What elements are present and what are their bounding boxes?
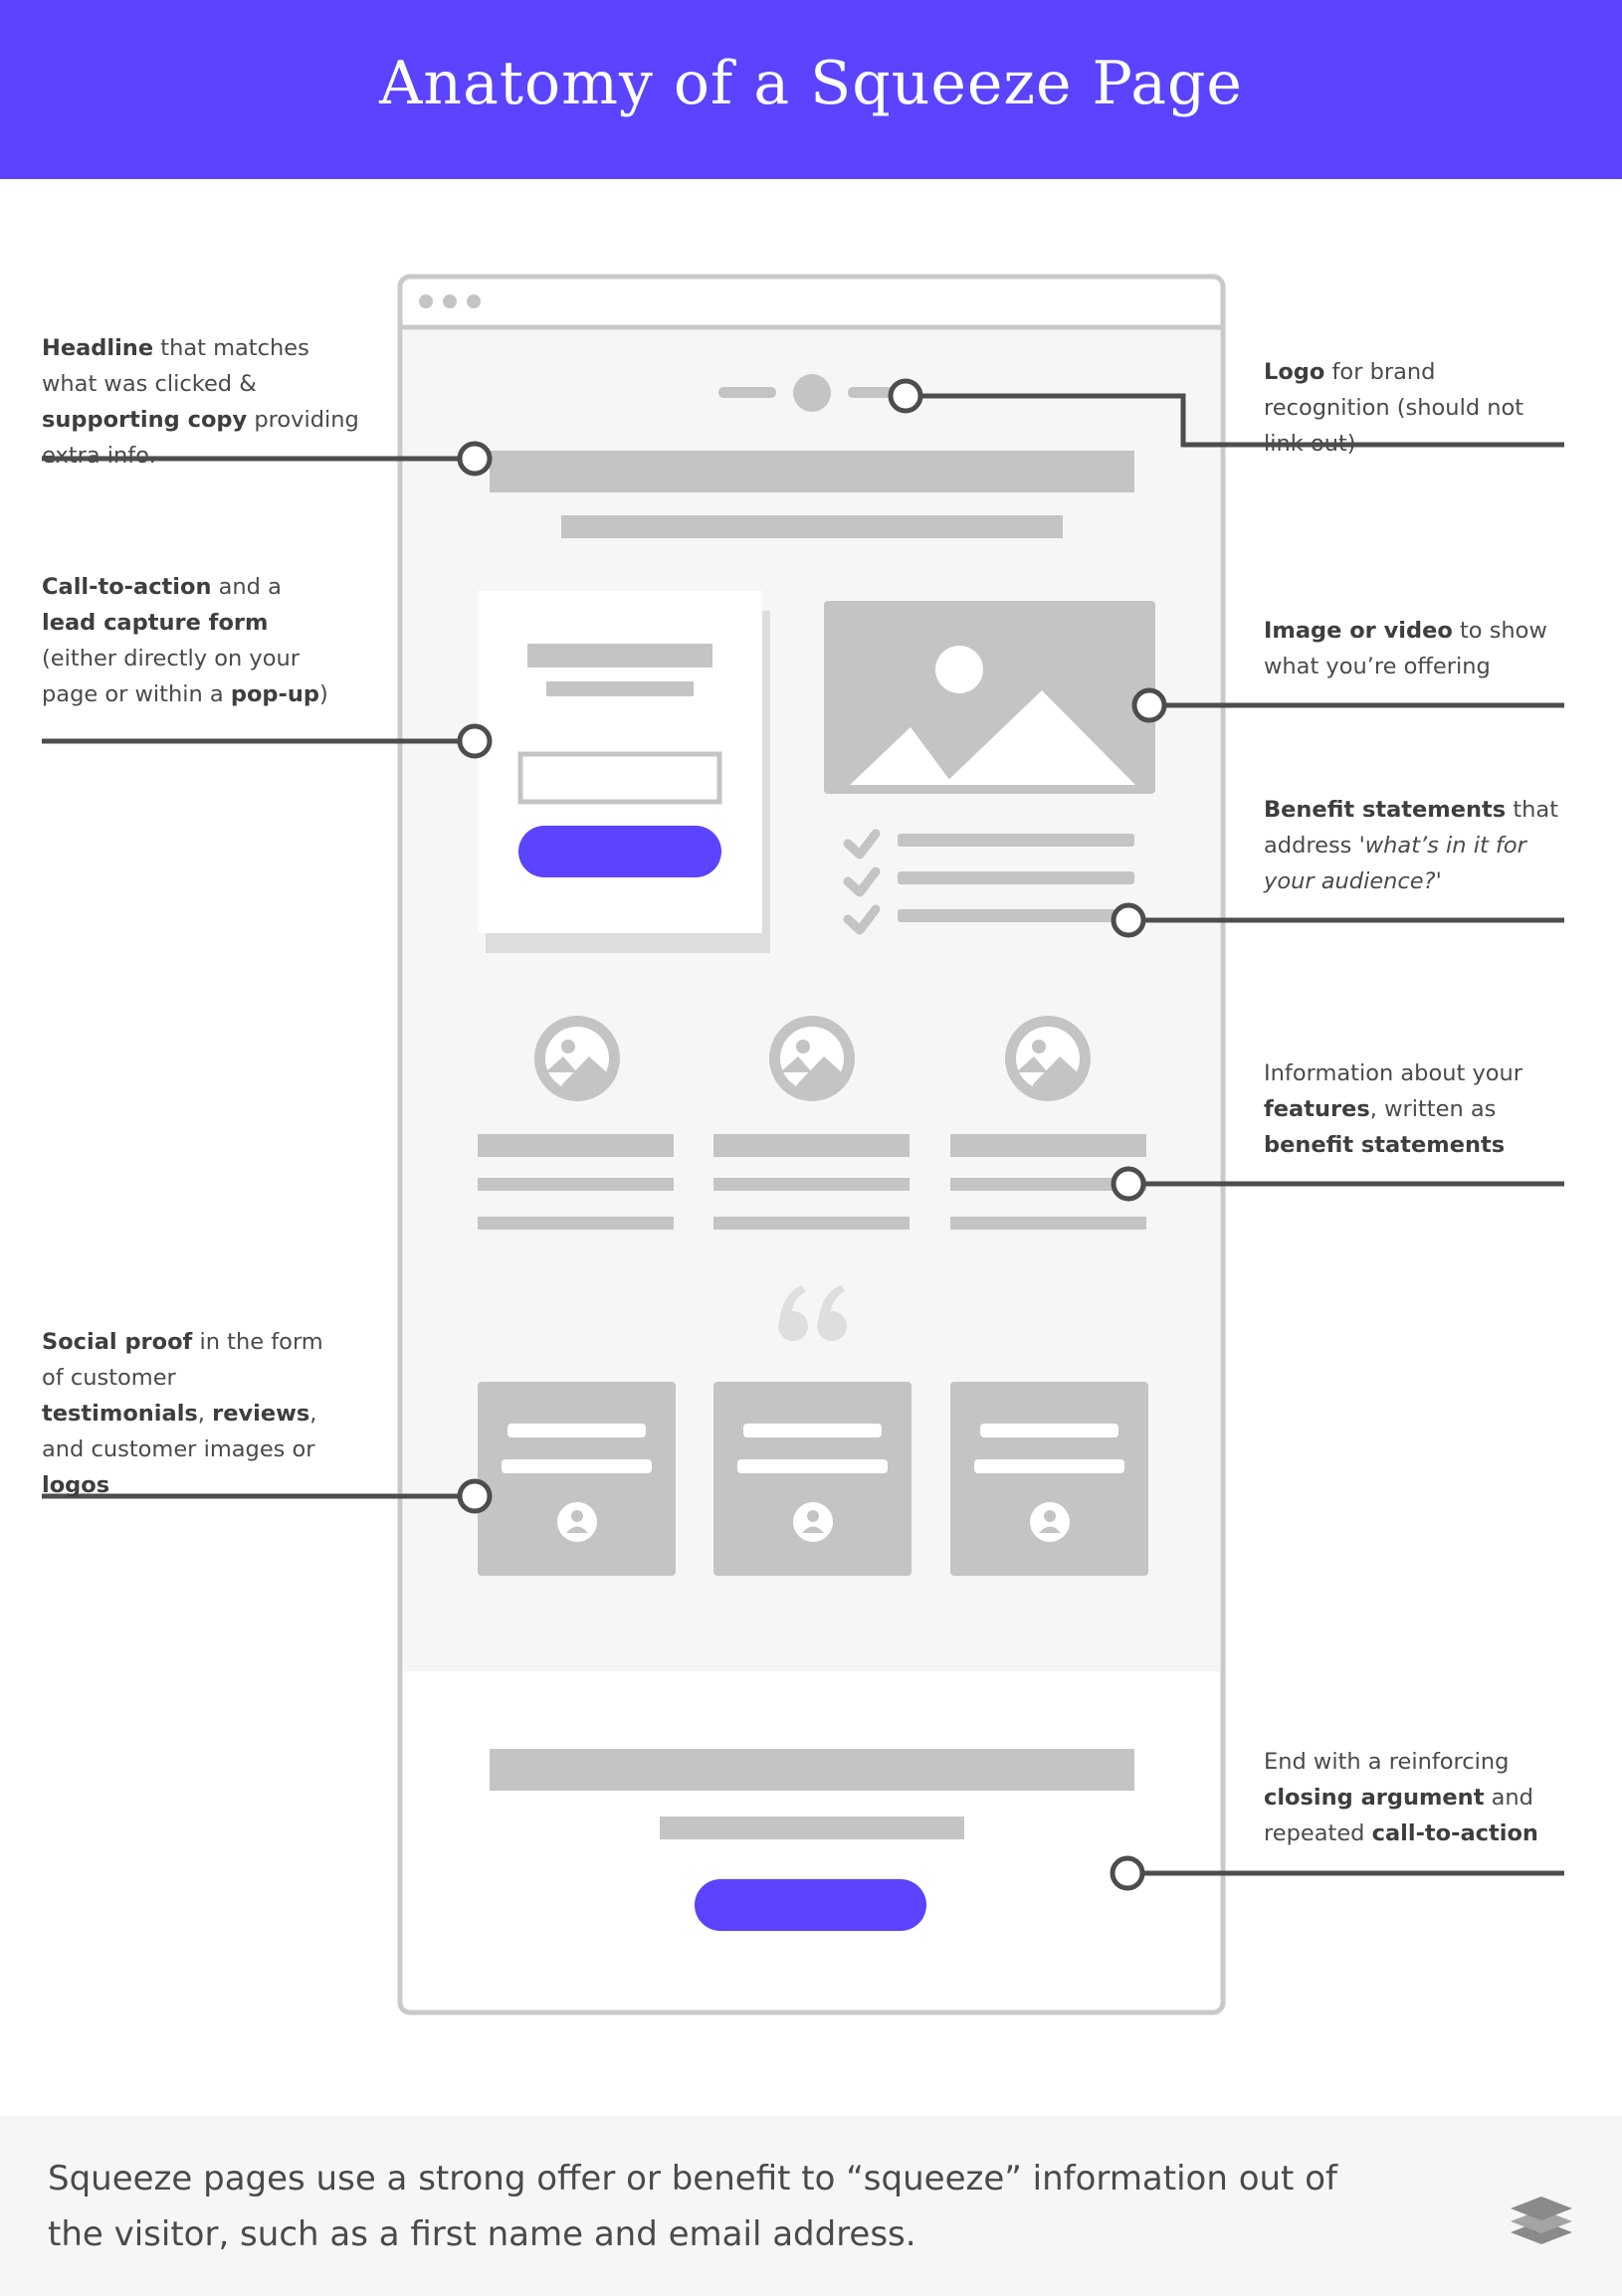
check-icon bbox=[843, 904, 881, 935]
testimonial-card bbox=[950, 1382, 1148, 1576]
header-banner bbox=[0, 0, 1622, 179]
annotation-headline: Headline that matches what was clicked &… bbox=[42, 335, 359, 469]
subheadline-placeholder bbox=[561, 515, 1063, 538]
annotation-logo: Logo for brand recognition (should not l… bbox=[1264, 359, 1524, 457]
window-dot bbox=[419, 294, 433, 308]
benefit-line bbox=[898, 909, 1134, 922]
feature-text-line bbox=[713, 1217, 910, 1230]
testimonial-line bbox=[737, 1459, 888, 1473]
window-dot bbox=[443, 294, 457, 308]
avatar-icon bbox=[1030, 1502, 1070, 1542]
quote-icon bbox=[778, 1285, 847, 1341]
callout-marker bbox=[888, 378, 923, 414]
feature-text-line bbox=[478, 1178, 674, 1191]
callout-marker bbox=[1131, 687, 1167, 723]
callout-marker bbox=[1110, 1855, 1145, 1891]
callout-marker bbox=[1111, 1166, 1146, 1202]
annotation-social: Social proof in the form of customer tes… bbox=[42, 1329, 323, 1498]
check-icon bbox=[843, 829, 881, 860]
avatar-icon bbox=[793, 1502, 833, 1542]
callout-marker bbox=[1111, 902, 1146, 938]
logo-placeholder bbox=[793, 374, 831, 412]
feature-text-line bbox=[713, 1178, 910, 1191]
callout-line-logo bbox=[921, 393, 1564, 448]
avatar-icon bbox=[557, 1502, 597, 1542]
benefit-line bbox=[898, 834, 1134, 847]
benefit-line bbox=[898, 871, 1134, 884]
testimonial-card bbox=[478, 1382, 676, 1576]
testimonial-line bbox=[974, 1459, 1124, 1473]
annotation-benefits: Benefit statements that address 'what’s … bbox=[1264, 797, 1559, 894]
page-title: Anatomy of a Squeeze Page bbox=[379, 49, 1243, 118]
image-sun bbox=[935, 646, 983, 693]
footer-text: Squeeze pages use a strong offer or bene… bbox=[48, 2159, 1337, 2254]
form-title-placeholder bbox=[527, 644, 712, 668]
testimonial-line bbox=[502, 1459, 652, 1473]
feature-title-line bbox=[478, 1134, 674, 1157]
headline-placeholder bbox=[490, 451, 1134, 492]
closing-cta-button bbox=[695, 1879, 926, 1931]
feature-title-line bbox=[713, 1134, 910, 1157]
feature-text-line bbox=[950, 1178, 1146, 1191]
closing-subheadline-placeholder bbox=[660, 1817, 964, 1839]
feature-image-icon bbox=[1005, 1016, 1091, 1101]
testimonial-line bbox=[507, 1424, 646, 1437]
feature-text-line bbox=[478, 1217, 674, 1230]
window-dot bbox=[467, 294, 481, 308]
image-mountain-small bbox=[850, 727, 953, 785]
testimonial-line bbox=[743, 1424, 882, 1437]
callout-marker bbox=[457, 441, 493, 477]
testimonial-line bbox=[980, 1424, 1118, 1437]
annotation-closing: End with a reinforcing closing argument … bbox=[1264, 1749, 1538, 1846]
nav-bar-placeholder bbox=[718, 387, 776, 398]
check-icon bbox=[843, 866, 881, 897]
form-subtitle-placeholder bbox=[546, 681, 694, 696]
footer bbox=[0, 2116, 1622, 2296]
annotation-cta: Call-to-action and a lead capture form (… bbox=[42, 574, 328, 707]
callout-marker bbox=[457, 723, 493, 759]
callout-marker bbox=[457, 1478, 493, 1514]
feature-image-icon bbox=[534, 1016, 620, 1101]
layers-icon bbox=[1511, 2197, 1572, 2244]
feature-image-icon bbox=[769, 1016, 855, 1101]
annotation-features: Information about your features, written… bbox=[1264, 1060, 1523, 1158]
feature-text-line bbox=[950, 1217, 1146, 1230]
annotation-image: Image or video to show what you’re offer… bbox=[1264, 618, 1547, 679]
closing-headline-placeholder bbox=[490, 1749, 1134, 1791]
feature-title-line bbox=[950, 1134, 1146, 1157]
form-submit-button bbox=[518, 826, 721, 877]
image-mountain-large bbox=[943, 690, 1135, 785]
form-input-placeholder bbox=[517, 751, 722, 805]
testimonial-card bbox=[713, 1382, 912, 1576]
